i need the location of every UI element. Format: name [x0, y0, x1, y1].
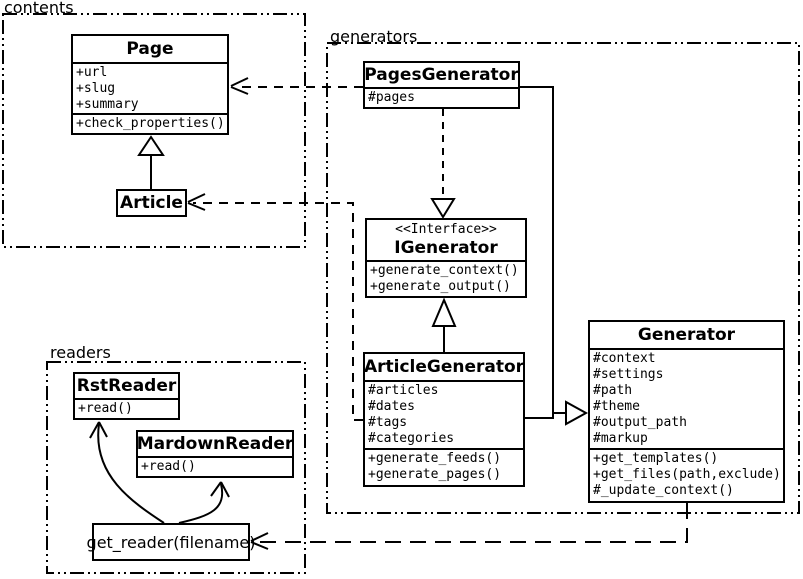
dependency-pagesgenerator-to-page-arrowhead	[230, 77, 249, 95]
class-articlegenerator-title: ArticleGenerator	[365, 357, 523, 377]
class-pagesgenerator-title: PagesGenerator	[365, 65, 518, 85]
arrow-getreader-to-mardownreader-line	[178, 483, 224, 524]
class-igenerator-title: <<Interface>> IGenerator	[367, 220, 525, 260]
class-page-attributes: +url +slug +summary	[73, 62, 227, 113]
class-mardownreader-title: MardownReader	[138, 434, 292, 454]
generalization-pagesgenerator-to-generator-line	[520, 86, 566, 414]
class-igenerator-name: IGenerator	[394, 238, 498, 258]
attribute: #settings	[593, 367, 664, 382]
generalization-to-generator-triangle	[565, 400, 589, 426]
method: +check_properties()	[76, 116, 225, 131]
class-articlegenerator: ArticleGenerator #articles #dates #tags …	[363, 352, 525, 487]
class-mardownreader: MardownReader +read()	[136, 430, 294, 478]
method: +get_files(path,exclude)	[593, 467, 781, 482]
attribute: #path	[593, 383, 633, 398]
attribute: #output_path	[593, 415, 687, 430]
attribute: #tags	[368, 415, 408, 430]
attribute: +slug	[76, 81, 116, 96]
class-pagesgenerator-attributes: #pages	[365, 87, 518, 107]
class-rstreader-title: RstReader	[76, 376, 177, 396]
class-page: Page +url +slug +summary +check_properti…	[71, 34, 229, 135]
class-igenerator-methods: +generate_context() +generate_output()	[367, 260, 525, 296]
generalization-articlegenerator-to-generator-line	[525, 413, 554, 419]
readers-package-label: readers	[50, 343, 111, 362]
dependency-articlegenerator-to-article-line	[193, 202, 363, 421]
attribute: #articles	[368, 383, 439, 398]
attribute: #theme	[593, 399, 640, 414]
attribute: #categories	[368, 431, 455, 446]
function-get-reader-label: get_reader(filename)	[86, 532, 256, 552]
arrow-getreader-to-mardownreader-arrowhead	[210, 481, 230, 498]
class-articlegenerator-attributes: #articles #dates #tags #categories	[365, 380, 523, 448]
generalization-articlegenerator-to-igenerator-triangle	[431, 297, 457, 327]
method: +get_templates()	[593, 451, 719, 466]
method: +generate_output()	[370, 279, 511, 294]
method: +generate_context()	[370, 263, 519, 278]
class-igenerator-stereotype: <<Interface>>	[395, 222, 497, 237]
arrow-getreader-to-rstreader-line	[97, 423, 165, 524]
class-generator-attributes: #context #settings #path #theme #output_…	[590, 348, 783, 448]
method: +generate_pages()	[368, 467, 502, 482]
attribute: #dates	[368, 399, 415, 414]
method: +read()	[141, 459, 196, 474]
generalization-article-to-page-triangle	[137, 135, 165, 156]
class-rstreader: RstReader +read()	[73, 372, 180, 420]
attribute: #markup	[593, 431, 648, 446]
contents-package-border	[2, 13, 306, 248]
method: +generate_feeds()	[368, 451, 502, 466]
dependency-generator-to-getreader-line	[256, 503, 688, 543]
class-generator-title: Generator	[637, 325, 736, 345]
readers-package-border	[46, 361, 306, 574]
class-mardownreader-methods: +read()	[138, 456, 292, 476]
attribute: #pages	[368, 90, 415, 105]
function-get-reader: get_reader(filename)	[87, 523, 255, 561]
generators-package-label: generators	[330, 27, 418, 46]
attribute: +url	[76, 65, 108, 80]
dependency-articlegenerator-to-article-arrowhead	[187, 193, 206, 211]
class-page-title: Page	[126, 39, 174, 59]
arrow-getreader-to-rstreader-arrowhead	[89, 421, 108, 439]
attribute: +summary	[76, 97, 139, 112]
class-generator-methods: +get_templates() +get_files(path,exclude…	[590, 448, 783, 501]
contents-package-label: contents	[4, 0, 74, 17]
class-article-title: Article	[120, 193, 183, 213]
class-article: Article	[116, 189, 187, 217]
method: +read()	[78, 401, 133, 416]
class-page-methods: +check_properties()	[73, 113, 227, 135]
class-articlegenerator-methods: +generate_feeds() +generate_pages()	[365, 448, 523, 485]
class-rstreader-methods: +read()	[75, 398, 178, 418]
dependency-generator-to-getreader-arrowhead	[250, 532, 269, 550]
realization-pagesgenerator-to-igenerator-triangle	[430, 198, 456, 219]
generators-package-border	[326, 42, 800, 514]
attribute: #context	[593, 351, 656, 366]
class-generator: Generator #context #settings #path #them…	[588, 320, 785, 503]
class-igenerator: <<Interface>> IGenerator +generate_conte…	[365, 218, 527, 298]
class-pagesgenerator: PagesGenerator #pages	[363, 61, 520, 109]
method: #_update_context()	[593, 483, 734, 498]
